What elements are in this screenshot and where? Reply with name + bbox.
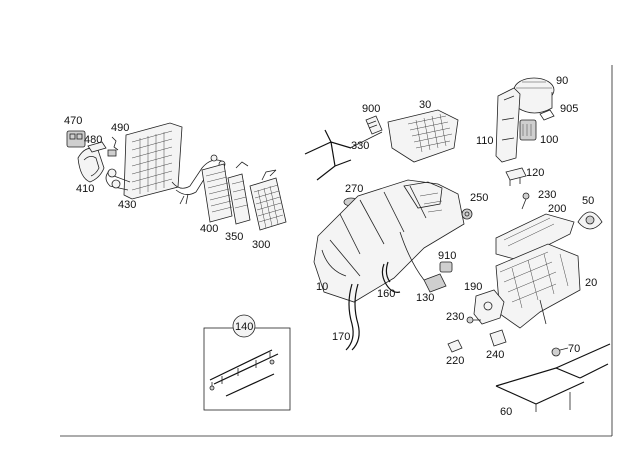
label-220: 220 (446, 355, 464, 367)
label-100: 100 (540, 134, 558, 146)
part-410-seal (77, 147, 105, 183)
label-160: 160 (377, 288, 395, 300)
label-470: 470 (64, 115, 82, 127)
label-270: 270 (345, 183, 363, 195)
label-30: 30 (419, 99, 431, 111)
part-130-actuator (399, 231, 447, 293)
pipe-fitting-icon (210, 154, 218, 162)
label-430: 430 (118, 199, 136, 211)
label-410: 410 (76, 183, 94, 195)
part-90-blower-motor (513, 77, 555, 114)
label-120: 120 (526, 167, 544, 179)
label-910: 910 (438, 250, 456, 262)
part-490-clip (107, 136, 119, 157)
part-50-actuator (577, 211, 603, 230)
label-905: 905 (560, 103, 578, 115)
part-470-switch (66, 130, 86, 148)
part-70-screw (551, 347, 569, 357)
part-330-cable (304, 129, 383, 181)
label-490: 490 (111, 122, 129, 134)
label-250: 250 (470, 192, 488, 204)
part-400-evaporator (201, 163, 233, 223)
part-230-screw-top (521, 192, 530, 210)
part-60-harness (495, 343, 611, 412)
part-160-hose (381, 261, 401, 293)
label-900: 900 (362, 103, 380, 115)
part-190-actuator (473, 289, 505, 325)
label-70: 70 (568, 343, 580, 355)
part-170-drain-hose (345, 283, 360, 351)
part-300-ptc-heater (249, 169, 287, 231)
part-250-ring (461, 208, 473, 220)
label-170: 170 (332, 331, 350, 343)
part-905-clip (539, 109, 555, 121)
part-240-bracket (489, 329, 507, 347)
part-200-linkage (495, 213, 575, 261)
part-480-seal (87, 141, 107, 153)
part-230-screw-lower (466, 316, 481, 324)
label-230-lower: 230 (446, 311, 464, 323)
part-110-blower-housing (495, 87, 521, 163)
part-350-element (227, 161, 251, 225)
label-230-top: 230 (538, 189, 556, 201)
label-300: 300 (252, 239, 270, 251)
label-20: 20 (585, 277, 597, 289)
label-90: 90 (556, 75, 568, 87)
refrigerant-pipes (171, 159, 225, 205)
label-350: 350 (225, 231, 243, 243)
part-10-hvac-housing (313, 179, 465, 303)
part-910-sensor (439, 261, 453, 273)
label-60: 60 (500, 406, 512, 418)
part-20-lower-housing (495, 243, 581, 329)
part-430-heater-core (105, 122, 183, 200)
label-400: 400 (200, 223, 218, 235)
label-140: 140 (235, 321, 253, 333)
label-10: 10 (316, 281, 328, 293)
part-140-kit-box (203, 314, 291, 411)
label-50: 50 (582, 195, 594, 207)
part-120-bracket (505, 167, 527, 186)
part-100-resistor (519, 119, 537, 141)
label-110: 110 (476, 135, 494, 147)
label-330: 330 (351, 140, 369, 152)
part-900-bracket (365, 115, 383, 135)
label-200: 200 (548, 203, 566, 215)
part-220-clip (447, 339, 463, 353)
label-130: 130 (416, 292, 434, 304)
label-240: 240 (486, 349, 504, 361)
label-190: 190 (464, 281, 482, 293)
part-30-housing-cover (387, 109, 459, 163)
label-480: 480 (84, 134, 102, 146)
